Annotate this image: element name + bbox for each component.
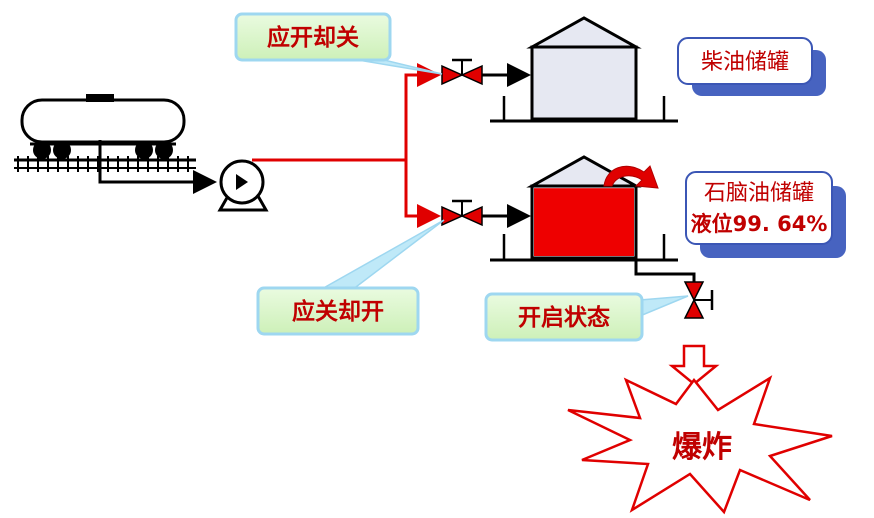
callout-bottom-valve-text: 应关却开 — [292, 298, 384, 325]
explosion-burst: 爆炸 — [567, 375, 833, 515]
diesel-tank-label: 柴油储罐 — [677, 37, 826, 96]
naphtha-tank-level: 液位99. 64% — [691, 212, 828, 236]
drain-pipe — [634, 258, 696, 282]
valve-top — [441, 58, 483, 86]
discharge-pipe — [252, 63, 441, 228]
down-arrow-icon — [668, 344, 720, 386]
callout-drain-valve-text: 开启状态 — [518, 304, 610, 331]
naphtha-tank-label: 石脑油储罐 液位99. 64% — [685, 171, 846, 258]
valve-bottom — [441, 199, 483, 227]
overflow-arrow-icon — [603, 165, 659, 189]
callout-drain-valve: 开启状态 — [484, 292, 689, 342]
callout-top-valve: 应开却关 — [234, 12, 443, 75]
explosion-text: 爆炸 — [672, 430, 732, 465]
pump — [217, 159, 269, 212]
diesel-tank — [490, 16, 678, 123]
callout-bottom-valve: 应关却开 — [256, 219, 445, 336]
callout-top-valve-text: 应开却关 — [267, 24, 359, 51]
naphtha-tank-name: 石脑油储罐 — [704, 181, 814, 206]
naphtha-tank — [490, 155, 678, 262]
naphtha-tank-level-fill — [534, 188, 634, 256]
rail-tanker-car — [14, 94, 196, 172]
diesel-tank-name: 柴油储罐 — [701, 50, 789, 75]
valve-drain — [683, 281, 714, 319]
suction-pipe — [98, 140, 217, 194]
